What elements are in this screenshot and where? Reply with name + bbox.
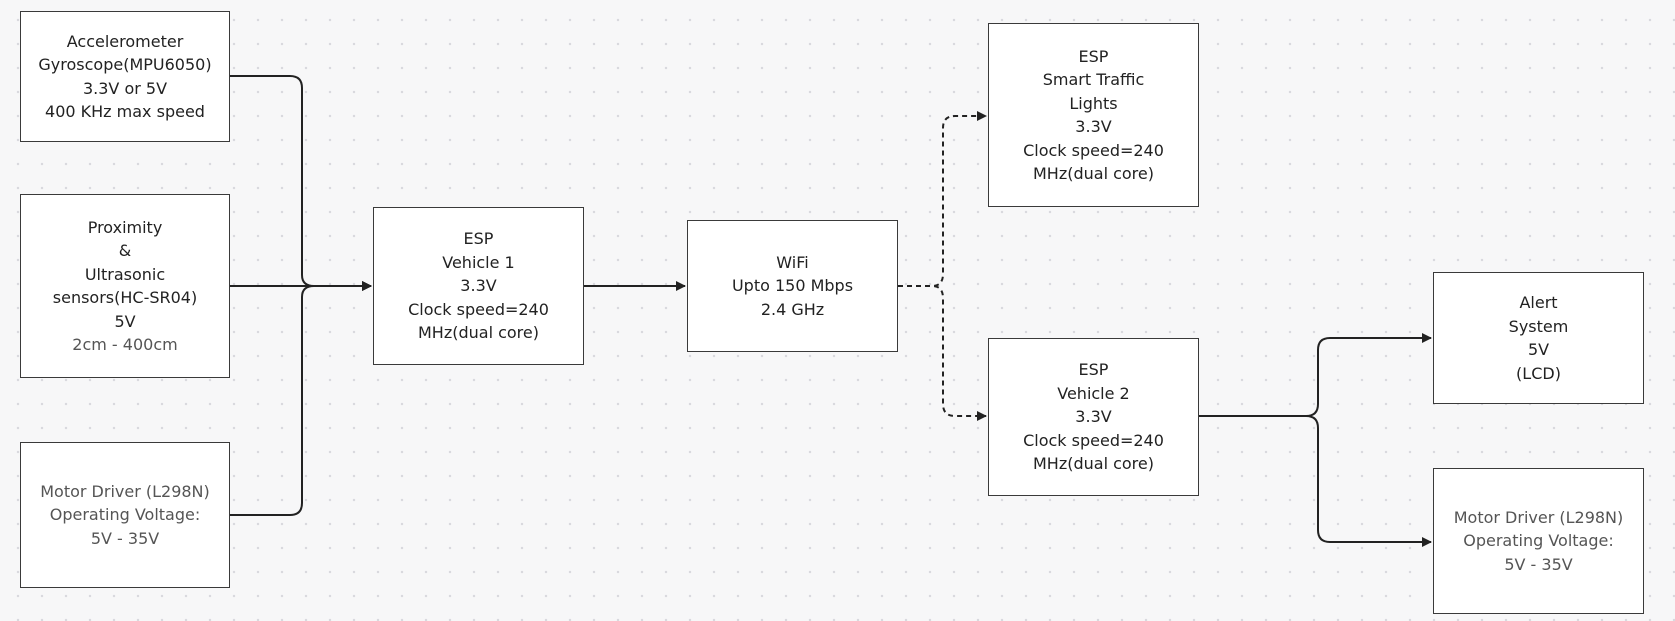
- wifi-box[interactable]: WiFi Upto 150 Mbps 2.4 GHz: [687, 220, 898, 352]
- node-text-line: (LCD): [1516, 363, 1561, 383]
- node-text-line: 5V - 35V: [90, 528, 160, 548]
- node-text-line: Ultrasonic: [84, 264, 166, 284]
- node-text-line: Motor Driver (L298N): [40, 481, 210, 501]
- node-text-line: 5V - 35V: [1504, 554, 1573, 574]
- node-text-line: Clock speed=240: [1023, 140, 1164, 160]
- node-text-line: 400 KHz max speed: [45, 102, 205, 121]
- motor-driver-2-box[interactable]: Motor Driver (L298N) Operating Voltage: …: [1433, 468, 1644, 614]
- node-text-line: Operating Voltage:: [49, 505, 201, 525]
- connector-esp-vehicle-2-to-alert-system: [1199, 333, 1432, 417]
- node-text-line: sensors(HC-SR04): [52, 288, 198, 307]
- node-text-line: Clock speed=240: [408, 299, 549, 319]
- connector-accelerometer-to-esp-vehicle-1: [230, 75, 372, 291]
- node-text-line: Lights: [1069, 93, 1118, 113]
- node-text-line: MHz(dual core): [1032, 164, 1154, 183]
- node-text-line: MHz(dual core): [1032, 454, 1154, 474]
- node-text-line: MHz(dual core): [417, 323, 539, 343]
- node-text-line: ESP: [463, 229, 494, 249]
- node-text-line: Vehicle 2: [1057, 383, 1130, 403]
- node-text-line: Operating Voltage:: [1463, 531, 1614, 551]
- esp-vehicle-2-box[interactable]: ESP Vehicle 2 3.3V Clock speed=240 MHz(d…: [988, 338, 1199, 496]
- node-text-line: System: [1508, 316, 1569, 336]
- node-text-line: ESP: [1078, 360, 1109, 380]
- node-text-line: Alert: [1519, 293, 1558, 312]
- node-text-line: 3.3V: [460, 276, 497, 296]
- alert-system-box[interactable]: Alert System 5V (LCD): [1433, 272, 1644, 404]
- motor-driver-1-box[interactable]: Motor Driver (L298N) Operating Voltage: …: [20, 442, 230, 588]
- node-text-line: 2cm - 400cm: [72, 335, 178, 354]
- accelerometer-gyroscope-box[interactable]: Accelerometer Gyroscope(MPU6050) 3.3V or…: [20, 11, 230, 142]
- proximity-ultrasonic-box[interactable]: Proximity & Ultrasonic sensors(HC-SR04) …: [20, 194, 230, 378]
- node-text-line: Proximity: [87, 217, 163, 237]
- esp-vehicle-1-box[interactable]: ESP Vehicle 1 3.3V Clock speed=240 MHz(d…: [373, 207, 584, 365]
- node-text-line: WiFi: [776, 252, 809, 272]
- node-text-line: Gyroscope(MPU6050): [38, 55, 212, 74]
- connector-motor-driver-1-to-esp-vehicle-1: [230, 281, 372, 516]
- node-text-line: Upto 150 Mbps: [731, 276, 854, 296]
- connector-wifi-to-esp-vehicle-2: [898, 285, 987, 421]
- node-text-line: 3.3V: [1075, 117, 1112, 136]
- node-text-line: 5V: [114, 311, 136, 331]
- node-text-line: 5V: [1527, 340, 1550, 359]
- node-text-line: ESP: [1078, 46, 1109, 66]
- node-text-line: 3.3V: [1075, 407, 1112, 427]
- esp-smart-traffic-lights-box[interactable]: ESP Smart Traffic Lights 3.3V Clock spee…: [988, 23, 1199, 207]
- node-text-line: 3.3V or 5V: [82, 78, 168, 98]
- node-text-line: Vehicle 1: [442, 252, 515, 272]
- node-text-line: 2.4 GHz: [760, 299, 825, 319]
- node-text-line: Clock speed=240: [1023, 430, 1164, 450]
- connector-esp-vehicle-2-to-motor-driver-2: [1199, 415, 1432, 547]
- node-text-line: Motor Driver (L298N): [1453, 507, 1624, 527]
- connector-wifi-to-esp-traffic-lights: [898, 111, 987, 287]
- node-text-line: Smart Traffic: [1042, 70, 1145, 89]
- node-text-line: &: [118, 241, 132, 260]
- node-text-line: Accelerometer: [66, 31, 184, 51]
